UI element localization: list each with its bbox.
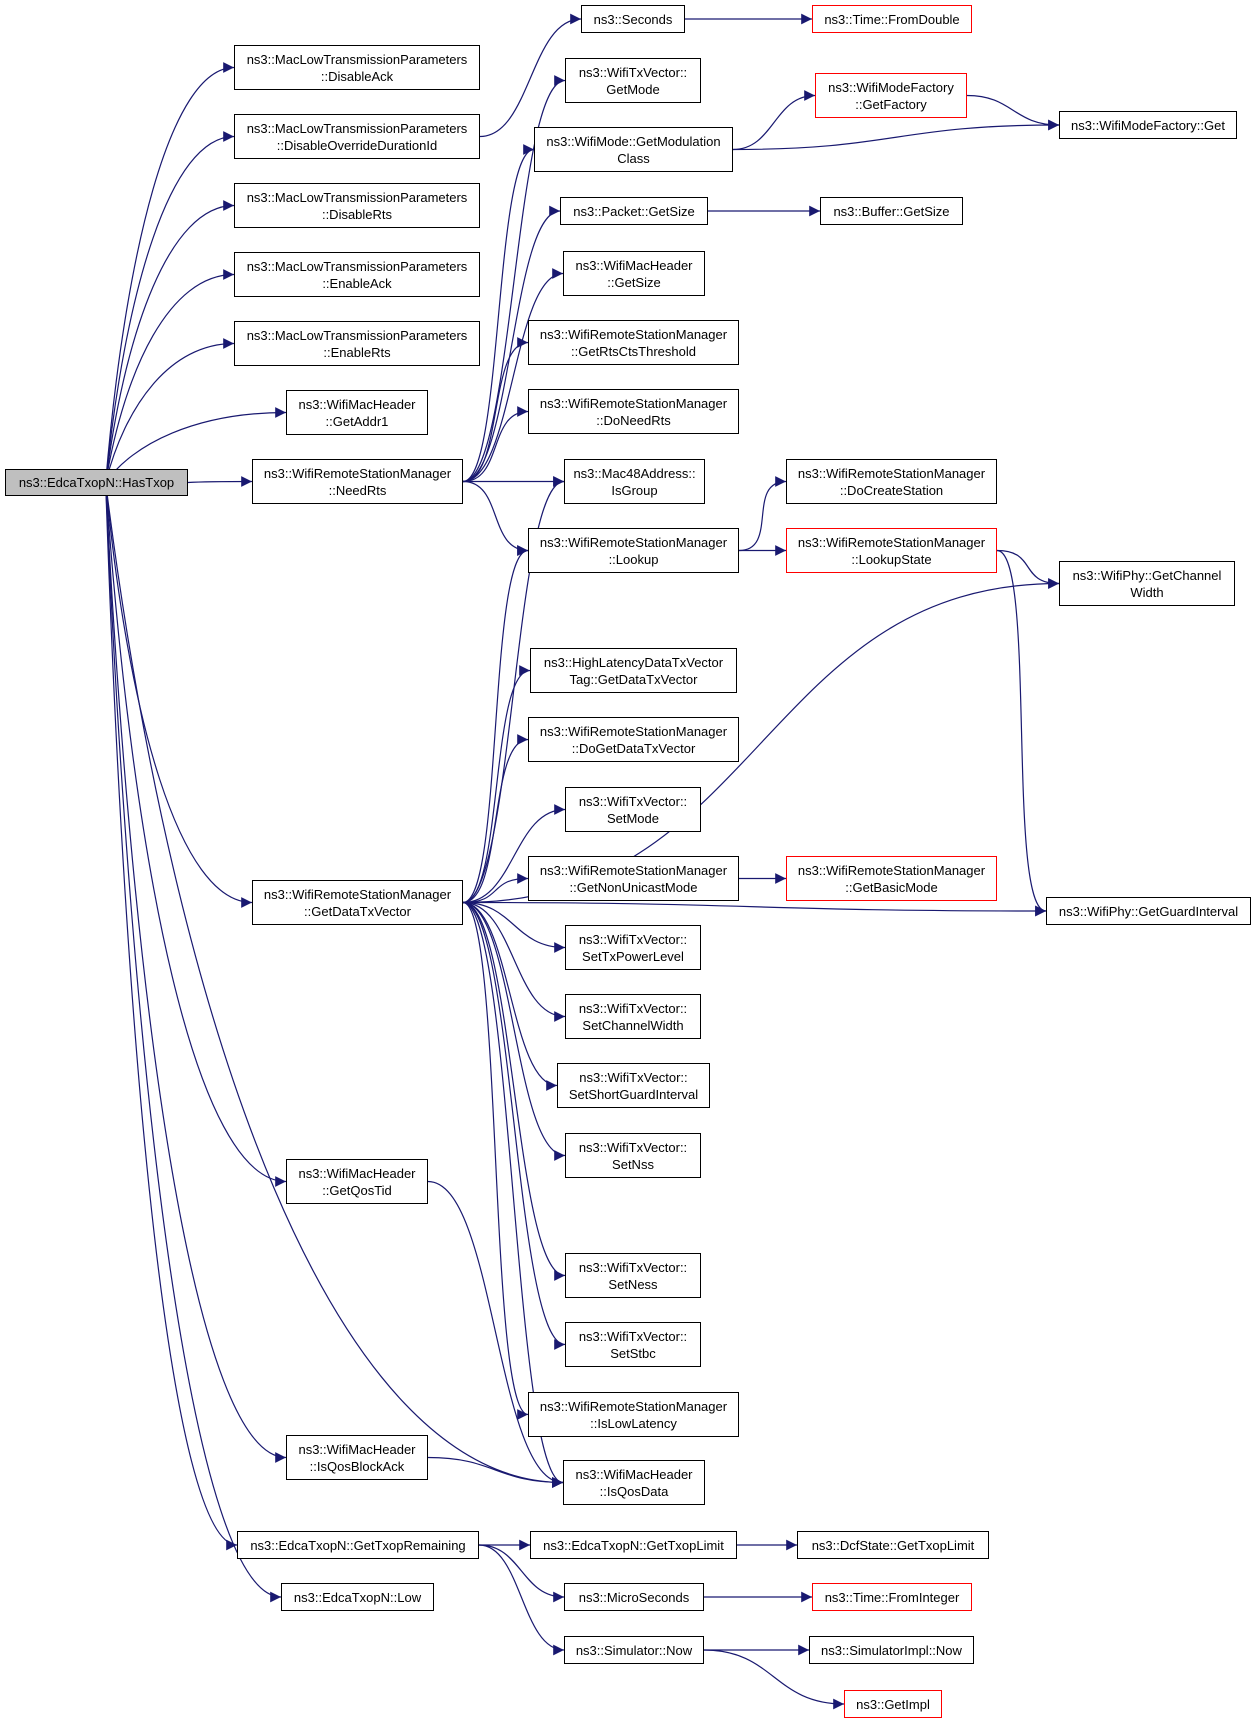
- edge-lookupState-to-getGuardInterval: [996, 549, 1047, 917]
- node-setChannelWidth[interactable]: ns3::WifiTxVector:: SetChannelWidth: [565, 994, 701, 1039]
- edge-needRts-to-lookup: [462, 480, 529, 556]
- edge-root-to-getTxopRemaining: [105, 482, 238, 1551]
- edge-lookupState-to-getChannelWidth: [996, 549, 1060, 589]
- node-fromInteger[interactable]: ns3::Time::FromInteger: [812, 1583, 972, 1611]
- node-getNonUnicastMode[interactable]: ns3::WifiRemoteStationManager ::GetNonUn…: [528, 856, 739, 901]
- node-low[interactable]: ns3::EdcaTxopN::Low: [281, 1583, 434, 1611]
- edge-getDataTxVector-to-setChannelWidth: [462, 901, 566, 1022]
- node-root: ns3::EdcaTxopN::HasTxop: [5, 469, 188, 496]
- node-getAddr1[interactable]: ns3::WifiMacHeader ::GetAddr1: [286, 390, 428, 435]
- edge-getModClass-to-modeFactoryGet: [732, 119, 1060, 151]
- edge-getQosTid-to-isQosData: [427, 1180, 564, 1488]
- edge-root-to-isQosBlockAck: [105, 482, 287, 1463]
- edge-needRts-to-getMode: [462, 75, 566, 483]
- node-seconds[interactable]: ns3::Seconds: [581, 5, 685, 33]
- node-disableOverride[interactable]: ns3::MacLowTransmissionParameters ::Disa…: [234, 114, 480, 159]
- edge-root-to-isQosData: [105, 482, 564, 1488]
- node-enableRts[interactable]: ns3::MacLowTransmissionParameters ::Enab…: [234, 321, 480, 366]
- edge-getTxopRemaining-to-microSeconds: [478, 1544, 565, 1603]
- edge-root-to-disableOverride: [105, 131, 235, 483]
- node-setStbc[interactable]: ns3::WifiTxVector:: SetStbc: [565, 1322, 701, 1367]
- node-dcfGetTxopLimit[interactable]: ns3::DcfState::GetTxopLimit: [797, 1531, 989, 1559]
- node-simImplNow[interactable]: ns3::SimulatorImpl::Now: [809, 1636, 974, 1664]
- node-getGuardInterval[interactable]: ns3::WifiPhy::GetGuardInterval: [1046, 897, 1251, 925]
- node-getTxopRemaining[interactable]: ns3::EdcaTxopN::GetTxopRemaining: [237, 1531, 479, 1559]
- node-doGetDataTxVector[interactable]: ns3::WifiRemoteStationManager ::DoGetDat…: [528, 717, 739, 762]
- edge-getTxopRemaining-to-simNow: [478, 1544, 565, 1656]
- edge-getDataTxVector-to-getGuardInterval: [462, 901, 1047, 917]
- node-getRtsCtsThreshold[interactable]: ns3::WifiRemoteStationManager ::GetRtsCt…: [528, 320, 739, 365]
- node-modeFactoryGet[interactable]: ns3::WifiModeFactory::Get: [1059, 111, 1237, 139]
- edge-getDataTxVector-to-setTxPowerLevel: [462, 901, 566, 953]
- node-macHeaderGetSize[interactable]: ns3::WifiMacHeader ::GetSize: [563, 251, 705, 296]
- node-packetGetSize[interactable]: ns3::Packet::GetSize: [560, 197, 708, 225]
- node-getTxopLimit[interactable]: ns3::EdcaTxopN::GetTxopLimit: [530, 1531, 737, 1559]
- edge-root-to-getDataTxVector: [105, 482, 253, 908]
- node-lookupState[interactable]: ns3::WifiRemoteStationManager ::LookupSt…: [786, 528, 997, 573]
- node-needRts[interactable]: ns3::WifiRemoteStationManager ::NeedRts: [252, 459, 463, 504]
- edge-getDataTxVector-to-hlGetDataTxVector: [462, 665, 531, 904]
- node-setShortGuardInterval[interactable]: ns3::WifiTxVector:: SetShortGuardInterva…: [557, 1063, 710, 1108]
- edge-modeFactoryGetFactory-to-modeFactoryGet: [966, 94, 1060, 131]
- edge-root-to-needRts: [187, 476, 253, 487]
- edge-root-to-low: [105, 482, 282, 1603]
- node-getQosTid[interactable]: ns3::WifiMacHeader ::GetQosTid: [286, 1159, 428, 1204]
- edge-needRts-to-doNeedRts: [462, 406, 529, 483]
- node-getDataTxVector[interactable]: ns3::WifiRemoteStationManager ::GetDataT…: [252, 880, 463, 925]
- edge-needRts-to-getRtsCtsThreshold: [462, 337, 529, 483]
- edge-needRts-to-getModClass: [462, 144, 535, 483]
- node-getChannelWidth[interactable]: ns3::WifiPhy::GetChannel Width: [1059, 561, 1235, 606]
- node-setMode[interactable]: ns3::WifiTxVector:: SetMode: [565, 787, 701, 832]
- node-modeFactoryGetFactory[interactable]: ns3::WifiModeFactory ::GetFactory: [815, 73, 967, 118]
- edge-root-to-enableAck: [105, 269, 235, 483]
- edge-needRts-to-macHeaderGetSize: [462, 268, 564, 483]
- node-microSeconds[interactable]: ns3::MicroSeconds: [564, 1583, 704, 1611]
- edge-root-to-disableRts: [105, 200, 235, 483]
- edge-getDataTxVector-to-setShortGuardInterval: [462, 901, 558, 1091]
- edge-getDataTxVector-to-setNess: [462, 901, 566, 1281]
- edge-isQosBlockAck-to-isQosData: [427, 1456, 564, 1488]
- node-getImpl[interactable]: ns3::GetImpl: [844, 1690, 942, 1718]
- node-bufferGetSize[interactable]: ns3::Buffer::GetSize: [820, 197, 963, 225]
- edge-getDataTxVector-to-setMode: [462, 804, 566, 904]
- node-getMode[interactable]: ns3::WifiTxVector:: GetMode: [565, 58, 701, 103]
- node-doCreateStation[interactable]: ns3::WifiRemoteStationManager ::DoCreate…: [786, 459, 997, 504]
- edge-getDataTxVector-to-doGetDataTxVector: [462, 734, 529, 904]
- node-isGroup[interactable]: ns3::Mac48Address:: IsGroup: [564, 459, 705, 504]
- edge-root-to-getQosTid: [105, 482, 287, 1187]
- node-lookup[interactable]: ns3::WifiRemoteStationManager ::Lookup: [528, 528, 739, 573]
- edge-root-to-disableAck: [105, 62, 235, 483]
- node-setNess[interactable]: ns3::WifiTxVector:: SetNess: [565, 1253, 701, 1298]
- node-isLowLatency[interactable]: ns3::WifiRemoteStationManager ::IsLowLat…: [528, 1392, 739, 1437]
- node-fromDouble[interactable]: ns3::Time::FromDouble: [812, 5, 972, 33]
- node-isQosData[interactable]: ns3::WifiMacHeader ::IsQosData: [563, 1460, 705, 1505]
- edge-root-to-enableRts: [105, 338, 235, 483]
- node-disableRts[interactable]: ns3::MacLowTransmissionParameters ::Disa…: [234, 183, 480, 228]
- edge-simNow-to-getImpl: [703, 1649, 845, 1710]
- node-setTxPowerLevel[interactable]: ns3::WifiTxVector:: SetTxPowerLevel: [565, 925, 701, 970]
- node-getModClass[interactable]: ns3::WifiMode::GetModulation Class: [534, 127, 733, 172]
- edge-getModClass-to-modeFactoryGetFactory: [732, 90, 816, 151]
- edge-getDataTxVector-to-isQosData: [462, 901, 564, 1488]
- edge-getDataTxVector-to-lookup: [462, 545, 529, 904]
- node-hlGetDataTxVector[interactable]: ns3::HighLatencyDataTxVector Tag::GetDat…: [530, 648, 737, 693]
- node-getBasicMode[interactable]: ns3::WifiRemoteStationManager ::GetBasic…: [786, 856, 997, 901]
- edge-getDataTxVector-to-setStbc: [462, 901, 566, 1350]
- edge-disableOverride-to-seconds: [479, 13, 582, 138]
- node-doNeedRts[interactable]: ns3::WifiRemoteStationManager ::DoNeedRt…: [528, 389, 739, 434]
- node-enableAck[interactable]: ns3::MacLowTransmissionParameters ::Enab…: [234, 252, 480, 297]
- edge-root-to-getAddr1: [105, 407, 287, 483]
- edge-getDataTxVector-to-isLowLatency: [462, 901, 529, 1420]
- edge-needRts-to-packetGetSize: [462, 205, 561, 483]
- node-simNow[interactable]: ns3::Simulator::Now: [564, 1636, 704, 1664]
- node-setNss[interactable]: ns3::WifiTxVector:: SetNss: [565, 1133, 701, 1178]
- node-disableAck[interactable]: ns3::MacLowTransmissionParameters ::Disa…: [234, 45, 480, 90]
- edge-lookup-to-doCreateStation: [738, 476, 787, 552]
- edge-getDataTxVector-to-setNss: [462, 901, 566, 1161]
- node-isQosBlockAck[interactable]: ns3::WifiMacHeader ::IsQosBlockAck: [286, 1435, 428, 1480]
- edge-getDataTxVector-to-getNonUnicastMode: [462, 873, 529, 904]
